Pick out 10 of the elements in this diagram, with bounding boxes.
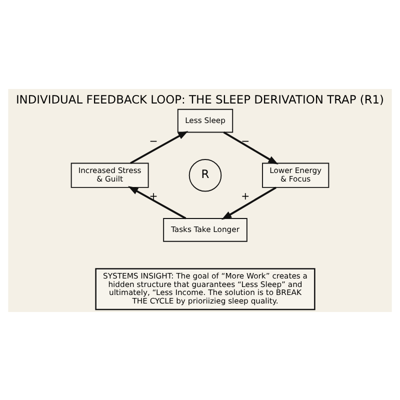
arrow <box>130 130 188 164</box>
label: R <box>201 166 210 181</box>
edge-label: − <box>149 136 158 148</box>
arrow <box>128 186 186 219</box>
edge-label: + <box>241 191 250 202</box>
edge-label: − <box>241 136 250 147</box>
arrow <box>223 131 278 164</box>
arrow <box>221 186 276 220</box>
diagram-title: INDIVIDUAL FEEDBACK LOOP: THE SLEEP DERIVATION TRAP (R1) <box>16 92 384 106</box>
edge-label: + <box>149 191 158 202</box>
